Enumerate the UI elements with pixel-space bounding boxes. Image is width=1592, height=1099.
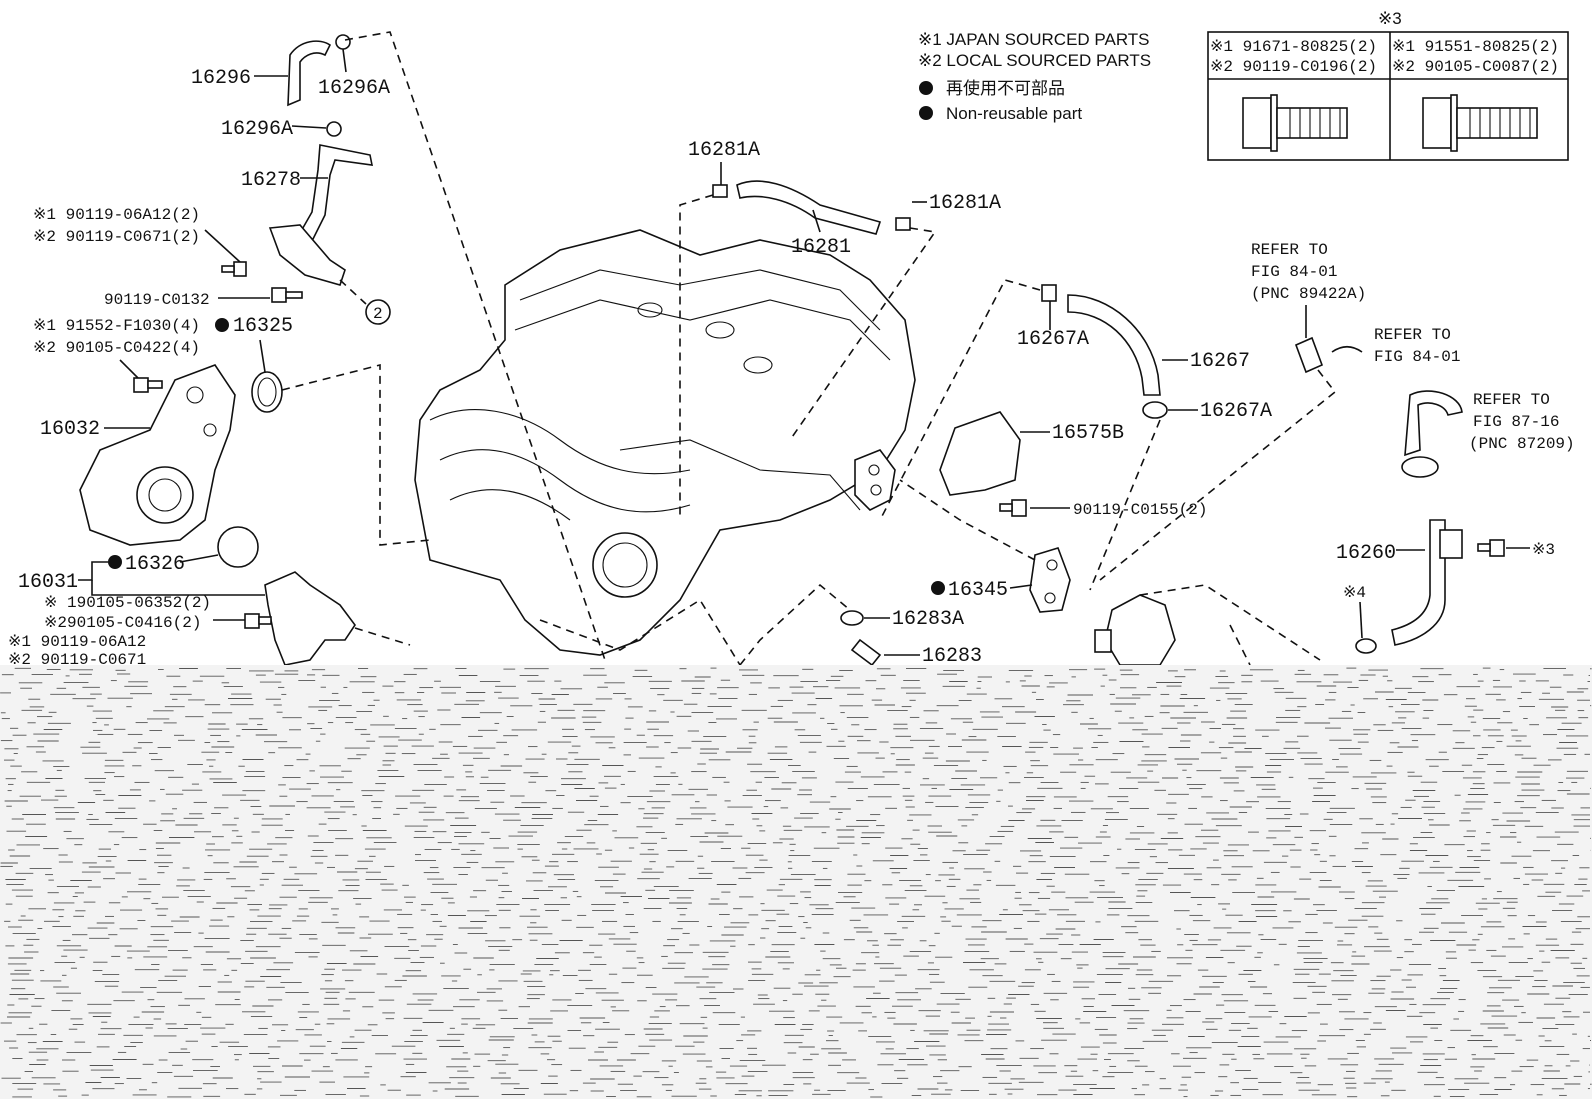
label-16296A-mid: 16296A [221, 118, 293, 141]
bolt-icon [999, 499, 1027, 517]
hose-16283 [850, 638, 882, 667]
label-16281A-left: 16281A [688, 139, 760, 162]
hose-16260 [1391, 519, 1446, 646]
label-bolt3-jp: ※ 190105-06352(2) [44, 594, 211, 612]
label-bolt4-jp: ※1 90119-06A12 [8, 633, 146, 651]
hose-clamp-icon [326, 121, 342, 137]
bolt-table: ※3 ※1 91671-80825(2) ※2 90119-C0196(2) ※… [1207, 9, 1569, 161]
mark-4: ※4 [1343, 584, 1366, 602]
scan-noise [0, 667, 1592, 1098]
label-16575B: 16575B [1052, 422, 1124, 445]
hose-16267 [1067, 294, 1161, 396]
label-16281A-right: 16281A [929, 192, 1001, 215]
refer1-line3: (PNC 89422A) [1251, 285, 1366, 303]
refer3-line3: (PNC 87209) [1469, 435, 1575, 453]
label-16281: 16281 [791, 236, 851, 259]
legend-local-sourced: ※2 LOCAL SOURCED PARTS [918, 51, 1151, 70]
label-bolt1-jp: ※1 90119-06A12(2) [33, 206, 200, 224]
label-bolt2-jp: ※1 91552-F1030(4) [33, 317, 200, 335]
label-16345: 16345 [948, 579, 1008, 602]
refer3-line1: REFER TO [1473, 391, 1550, 409]
hose-clamp-icon [712, 184, 728, 198]
bolt-left-jp: ※1 91671-80825(2) [1210, 38, 1377, 56]
label-16325: 16325 [233, 315, 293, 338]
hose-clamp-icon [1355, 638, 1377, 654]
legend: ※1 JAPAN SOURCED PARTS ※2 LOCAL SOURCED … [918, 30, 1151, 123]
label-16278: 16278 [241, 169, 301, 192]
gasket-16345 [1029, 547, 1071, 613]
water-inlet-16031 [264, 571, 356, 666]
bolt-icon [221, 261, 247, 277]
sensor-icon [1294, 336, 1324, 374]
hose-clamp-icon [1142, 401, 1168, 419]
hose-clamp-icon [1041, 284, 1057, 302]
hose-clamp-icon [840, 610, 864, 626]
flange-bolt-icon [1422, 94, 1538, 152]
refer3-line2: FIG 87-16 [1473, 413, 1559, 431]
water-bypass-pipe-16278 [295, 144, 374, 252]
label-bolt2-local: ※2 90105-C0422(4) [33, 339, 200, 357]
label-16296: 16296 [191, 67, 251, 90]
label-16296A-top: 16296A [318, 77, 390, 100]
engine-block [414, 229, 916, 656]
hose-clamp-icon [335, 34, 351, 50]
faded-lower-region [0, 665, 1592, 1099]
hose-reference [1404, 390, 1463, 457]
mark-3: ※3 [1532, 541, 1555, 559]
water-outlet-housing [1104, 594, 1176, 666]
refer1-line2: FIG 84-01 [1251, 263, 1337, 281]
gasket-16325 [251, 371, 283, 413]
non-reusable-dot-icon [108, 555, 122, 569]
label-90119-C0132: 90119-C0132 [104, 291, 210, 309]
hose-16281 [736, 180, 882, 235]
bolt-icon [133, 377, 163, 393]
non-reusable-dot-icon [215, 318, 229, 332]
label-16260: 16260 [1336, 542, 1396, 565]
non-reusable-dot-icon [931, 581, 945, 595]
bolt-icon [244, 613, 272, 629]
label-16267: 16267 [1190, 350, 1250, 373]
legend-japan-sourced: ※1 JAPAN SOURCED PARTS [918, 30, 1150, 49]
refer2-line2: FIG 84-01 [1374, 348, 1460, 366]
callout-circle [365, 299, 391, 325]
bolt-right-local: ※2 90105-C0087(2) [1392, 58, 1559, 76]
legend-nonreusable-en: Non-reusable part [946, 104, 1082, 123]
label-16267A-top: 16267A [1017, 328, 1089, 351]
bolt-icon [1477, 539, 1505, 557]
label-16032: 16032 [40, 418, 100, 441]
o-ring-16326 [217, 526, 259, 568]
label-16031: 16031 [18, 571, 78, 594]
label-90119-C0155: 90119-C0155(2) [1073, 501, 1207, 519]
refer1-line1: REFER TO [1251, 241, 1328, 259]
label-16326: 16326 [125, 553, 185, 576]
non-reusable-dot-icon [919, 106, 933, 120]
bracket-16575B [939, 411, 1021, 496]
bolt-table-frame [1207, 31, 1569, 161]
callout-2: 2 [373, 305, 383, 323]
legend-nonreusable-jp: 再使用不可部品 [946, 78, 1065, 98]
refer2-line1: REFER TO [1374, 326, 1451, 344]
label-16267A-bottom: 16267A [1200, 400, 1272, 423]
bolt-table-title: ※3 [1378, 9, 1402, 28]
non-reusable-dot-icon [919, 81, 933, 95]
label-bolt3-local: ※290105-C0416(2) [44, 614, 201, 632]
hose-clamp-icon [895, 217, 911, 231]
bolt-left-local: ※2 90119-C0196(2) [1210, 58, 1377, 76]
bolt-right-jp: ※1 91551-80825(2) [1392, 38, 1559, 56]
label-bolt4-local: ※2 90119-C0671 [8, 651, 146, 669]
flange-bolt-icon [1242, 94, 1348, 152]
bolt-icon [271, 287, 303, 303]
hose-16296 [287, 40, 332, 107]
pipe-bracket [268, 224, 346, 286]
label-16283A: 16283A [892, 608, 964, 631]
label-16283: 16283 [922, 645, 982, 668]
label-bolt1-local: ※2 90119-C0671(2) [33, 228, 200, 246]
water-pump-16032 [79, 364, 236, 546]
